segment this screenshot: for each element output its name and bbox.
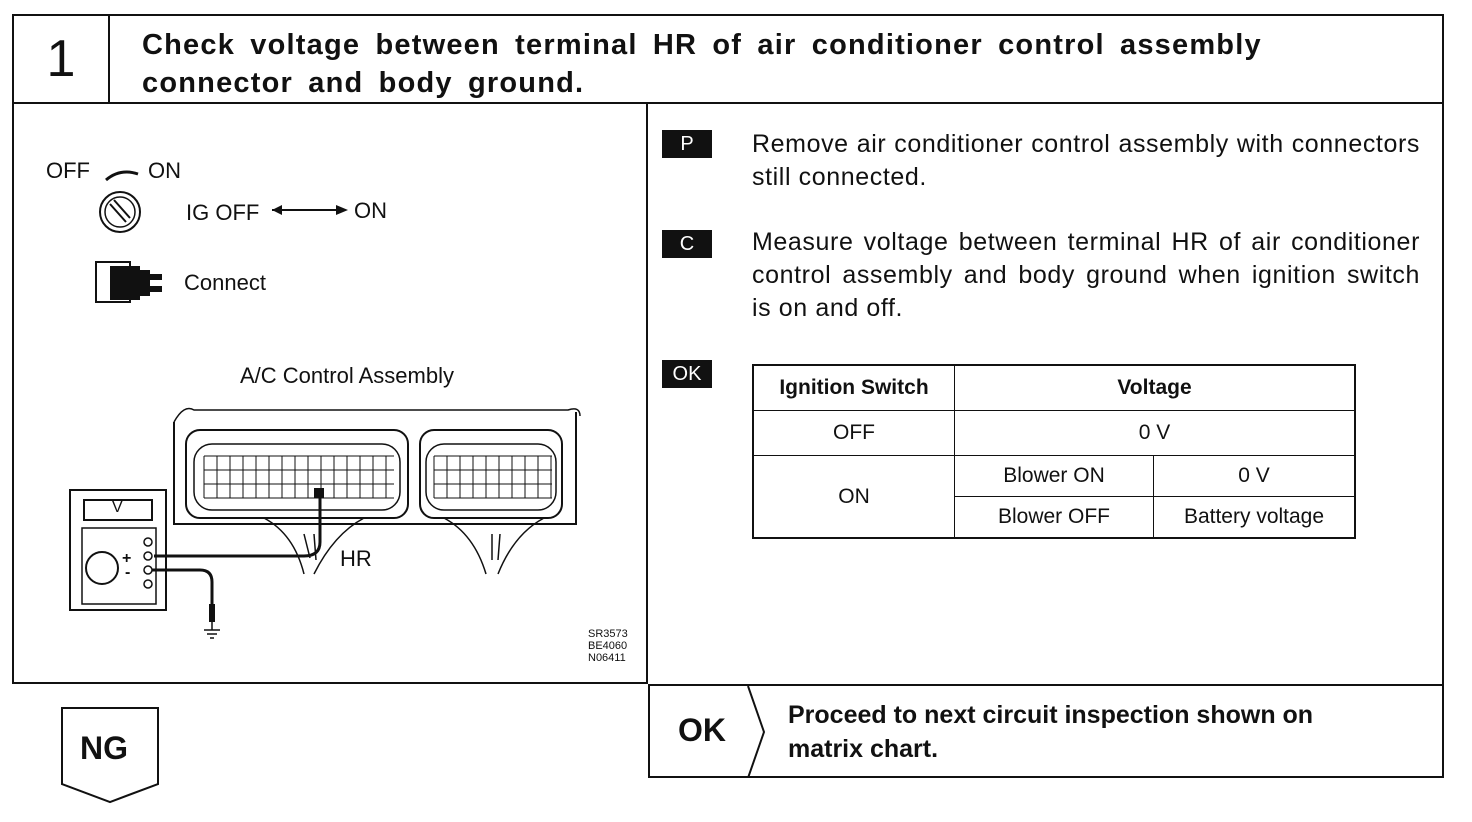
table-cell: Blower OFF xyxy=(954,496,1154,539)
connector-icon xyxy=(95,261,162,303)
ground-icon xyxy=(204,622,220,639)
terminal-hr-label: HR xyxy=(340,546,372,571)
ok-result-text: Proceed to next circuit inspection shown… xyxy=(788,698,1313,766)
main-panel: OFF ON IG OFF ON Connect A/C Control Ass… xyxy=(12,104,1444,684)
figure-codes: SR3573 BE4060 N06411 xyxy=(588,628,628,664)
off-label: OFF xyxy=(46,158,90,183)
minus-label: - xyxy=(125,564,131,581)
chevron-right-icon xyxy=(747,686,766,778)
ig-on-label: ON xyxy=(354,198,387,223)
table-cell: OFF xyxy=(752,410,955,456)
figure-code: SR3573 xyxy=(588,628,628,640)
table-row: Blower OFF Battery voltage xyxy=(753,496,1356,539)
table-row: Ignition Switch Voltage xyxy=(752,364,1356,411)
ng-result-tag xyxy=(61,707,159,804)
assembly-label: A/C Control Assembly xyxy=(240,363,454,388)
voltage-table: Ignition Switch Voltage OFF 0 V ON Blowe… xyxy=(752,364,1356,539)
table-cell: Battery voltage xyxy=(1153,496,1356,539)
ok-result-box: OK Proceed to next circuit inspection sh… xyxy=(648,684,1444,778)
ig-off-label: IG OFF xyxy=(186,200,260,225)
step-tag-c: C xyxy=(662,230,712,258)
ok-result-text-line2: matrix chart. xyxy=(788,735,939,763)
arrow-icon xyxy=(272,205,348,215)
step-title: Check voltage between terminal HR of air… xyxy=(142,26,1392,102)
step-tag-ok: OK xyxy=(662,360,712,388)
table-cell: ON xyxy=(752,455,955,539)
step-title-line2: connector and body ground. xyxy=(142,67,585,99)
instructions-panel: P Remove air conditioner control assembl… xyxy=(648,104,1444,684)
step-c-text: Measure voltage between terminal HR of a… xyxy=(752,228,1420,322)
meter-label: V xyxy=(112,499,123,516)
table-row: ON Blower ON 0 V xyxy=(752,455,1356,539)
ac-control-assembly xyxy=(173,407,581,575)
step-tag-p: P xyxy=(662,130,712,158)
table-cell: 0 V xyxy=(1153,455,1356,497)
voltmeter xyxy=(69,489,167,611)
table-cell: 0 V xyxy=(954,410,1356,456)
step-number: 1 xyxy=(14,16,110,102)
connect-label: Connect xyxy=(184,270,266,295)
plus-label: + xyxy=(122,550,132,567)
on-label: ON xyxy=(148,158,181,183)
wiring-diagram xyxy=(69,170,581,639)
ok-result-label: OK xyxy=(678,712,726,748)
step-header: 1 Check voltage between terminal HR of a… xyxy=(12,14,1444,104)
table-row: OFF 0 V xyxy=(752,410,1356,456)
table-header-voltage: Voltage xyxy=(954,364,1356,411)
figure-code: BE4060 xyxy=(588,640,628,652)
ignition-switch-icon xyxy=(99,170,141,233)
ng-result-label: NG xyxy=(80,730,128,766)
diagram-panel: OFF ON IG OFF ON Connect A/C Control Ass… xyxy=(12,104,648,684)
step-p-text: Remove air conditioner control assembly … xyxy=(752,130,1420,191)
ok-result-text-line1: Proceed to next circuit inspection shown… xyxy=(788,701,1314,729)
step-title-line1: Check voltage between terminal HR of air… xyxy=(142,29,1262,61)
table-cell: Blower ON xyxy=(954,455,1154,497)
table-header-switch: Ignition Switch xyxy=(752,364,955,411)
figure-code: N06411 xyxy=(588,652,626,664)
